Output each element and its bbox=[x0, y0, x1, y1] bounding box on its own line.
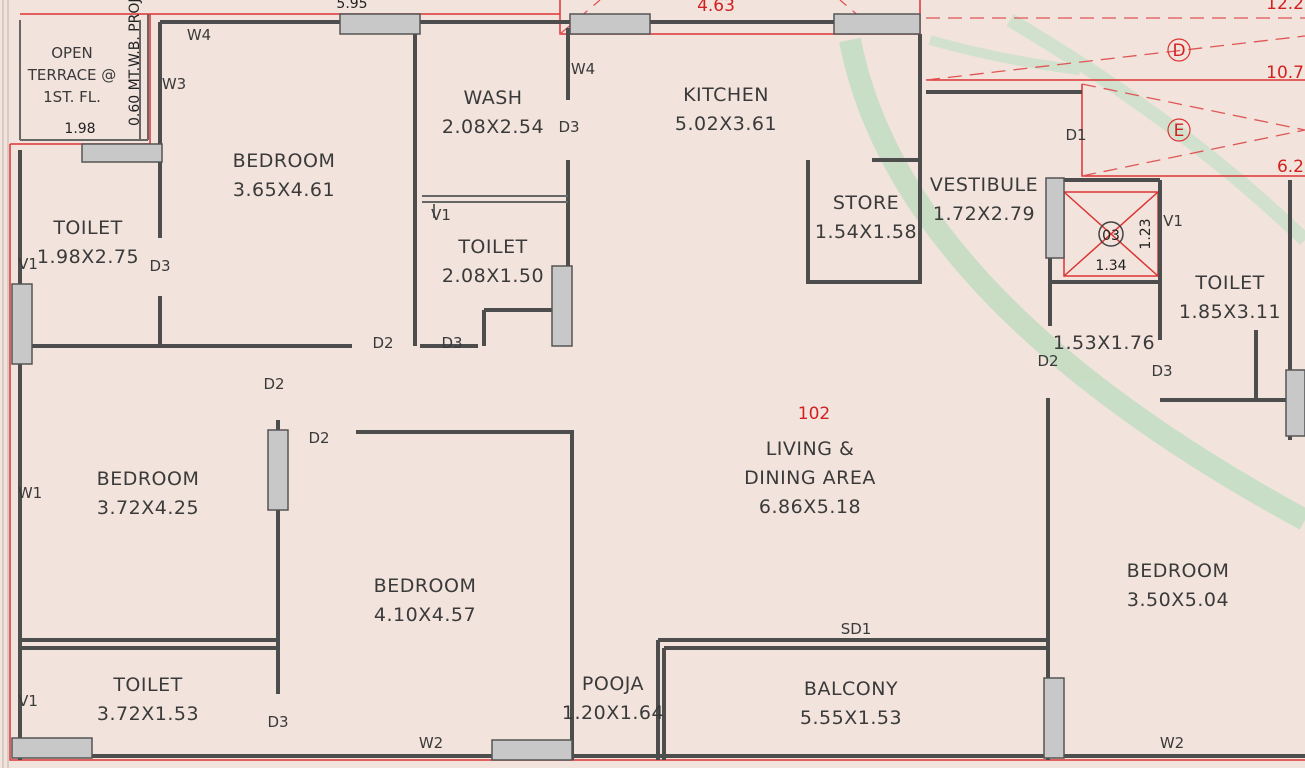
label-sd1: SD1 bbox=[841, 620, 872, 638]
label-d2-nw: D2 bbox=[372, 334, 393, 352]
dim-projection: 0.60 MT.W.B. PROJ. bbox=[127, 0, 143, 126]
bedroom-nw-name: BEDROOM bbox=[233, 150, 336, 172]
toilet-ne-name: TOILET bbox=[1194, 272, 1264, 294]
toilet-nw-size: 1.98X2.75 bbox=[37, 246, 139, 268]
bedroom-w-name: BEDROOM bbox=[97, 468, 200, 490]
passage-ne-size: 1.53X1.76 bbox=[1053, 332, 1155, 354]
label-d3-toilet: D3 bbox=[441, 334, 462, 352]
dimension-labels: 5.95 4.63 12.2 10.7 6.2 1.98 0.60 MT.W.B… bbox=[64, 0, 1304, 177]
label-v1-center: V1 bbox=[431, 206, 451, 224]
open-terrace-line-1: OPEN bbox=[51, 44, 93, 62]
pooja-size: 1.20X1.64 bbox=[562, 702, 664, 724]
label-w2-right: W2 bbox=[1160, 734, 1184, 752]
label-w1: W1 bbox=[18, 484, 42, 502]
bedroom-e-name: BEDROOM bbox=[1127, 560, 1230, 582]
label-w4-top: W4 bbox=[187, 26, 211, 44]
label-d3-ne: D3 bbox=[1151, 362, 1172, 380]
store-name: STORE bbox=[833, 192, 899, 214]
dim-62: 6.2 bbox=[1277, 157, 1304, 177]
bedroom-e-size: 3.50X5.04 bbox=[1127, 589, 1229, 611]
label-v1-nw: V1 bbox=[18, 255, 38, 273]
toilet-sw-name: TOILET bbox=[112, 674, 182, 696]
duct-width: 1.34 bbox=[1095, 258, 1126, 274]
bedroom-center-size: 4.10X4.57 bbox=[374, 604, 476, 626]
grid-marker-d: D bbox=[1172, 41, 1185, 61]
label-d3-sw: D3 bbox=[267, 713, 288, 731]
balcony-name: BALCONY bbox=[804, 678, 898, 700]
living-name-1: LIVING & bbox=[766, 438, 855, 460]
toilet-sw-size: 3.72X1.53 bbox=[97, 703, 199, 725]
margin-lines bbox=[2, 0, 9, 768]
label-d3-nw: D3 bbox=[149, 257, 170, 275]
toilet-center-name: TOILET bbox=[457, 236, 527, 258]
duct-number: 03 bbox=[1102, 228, 1120, 244]
label-v1-ne: V1 bbox=[1163, 212, 1183, 230]
bedroom-nw-size: 3.65X4.61 bbox=[233, 179, 335, 201]
label-w2-left: W2 bbox=[419, 734, 443, 752]
toilet-center-size: 2.08X1.50 bbox=[442, 265, 544, 287]
vestibule-size: 1.72X2.79 bbox=[933, 203, 1035, 225]
bedroom-w-size: 3.72X4.25 bbox=[97, 497, 199, 519]
store-size: 1.54X1.58 bbox=[815, 221, 917, 243]
dim-107: 10.7 bbox=[1266, 63, 1304, 83]
label-d2-center: D2 bbox=[308, 429, 329, 447]
toilet-nw-name: TOILET bbox=[52, 217, 122, 239]
flat-number: 102 bbox=[798, 404, 830, 424]
toilet-ne-size: 1.85X3.11 bbox=[1179, 301, 1281, 323]
open-terrace-line-2: TERRACE @ bbox=[27, 66, 117, 84]
living-size: 6.86X5.18 bbox=[759, 496, 861, 518]
kitchen-name: KITCHEN bbox=[683, 84, 769, 106]
pooja-name: POOJA bbox=[582, 673, 644, 695]
dim-122: 12.2 bbox=[1266, 0, 1304, 14]
dim-595: 5.95 bbox=[336, 0, 367, 12]
label-d3-wash: D3 bbox=[558, 118, 579, 136]
bedroom-center-name: BEDROOM bbox=[374, 575, 477, 597]
label-w3: W3 bbox=[162, 75, 186, 93]
balcony-size: 5.55X1.53 bbox=[800, 707, 902, 729]
label-d2-w: D2 bbox=[263, 375, 284, 393]
duct-symbol: 03 1.34 1.23 bbox=[1095, 218, 1154, 274]
living-name-2: DINING AREA bbox=[744, 467, 876, 489]
grid-marker-e: E bbox=[1174, 121, 1185, 141]
label-w4-wash: W4 bbox=[571, 60, 595, 78]
kitchen-size: 5.02X3.61 bbox=[675, 113, 777, 135]
opening-labels: W4 W3 W4 D3 V1 V1 D3 D2 D3 D1 V1 D2 D3 D… bbox=[18, 26, 1184, 752]
duct-height: 1.23 bbox=[1138, 218, 1154, 249]
label-d2-e: D2 bbox=[1037, 352, 1058, 370]
label-v1-sw: V1 bbox=[18, 692, 38, 710]
wash-size: 2.08X2.54 bbox=[442, 116, 544, 138]
grid-markers: D E bbox=[1167, 38, 1191, 142]
wash-name: WASH bbox=[463, 87, 522, 109]
label-d1: D1 bbox=[1065, 126, 1086, 144]
dim-463: 4.63 bbox=[697, 0, 735, 16]
openings bbox=[11, 13, 1305, 761]
walls bbox=[18, 14, 1305, 760]
room-labels: OPEN TERRACE @ 1ST. FL. BEDROOM 3.65X4.6… bbox=[27, 44, 1281, 729]
dim-198: 1.98 bbox=[64, 121, 95, 137]
vestibule-name: VESTIBULE bbox=[930, 174, 1038, 196]
open-terrace-line-3: 1ST. FL. bbox=[43, 88, 101, 106]
